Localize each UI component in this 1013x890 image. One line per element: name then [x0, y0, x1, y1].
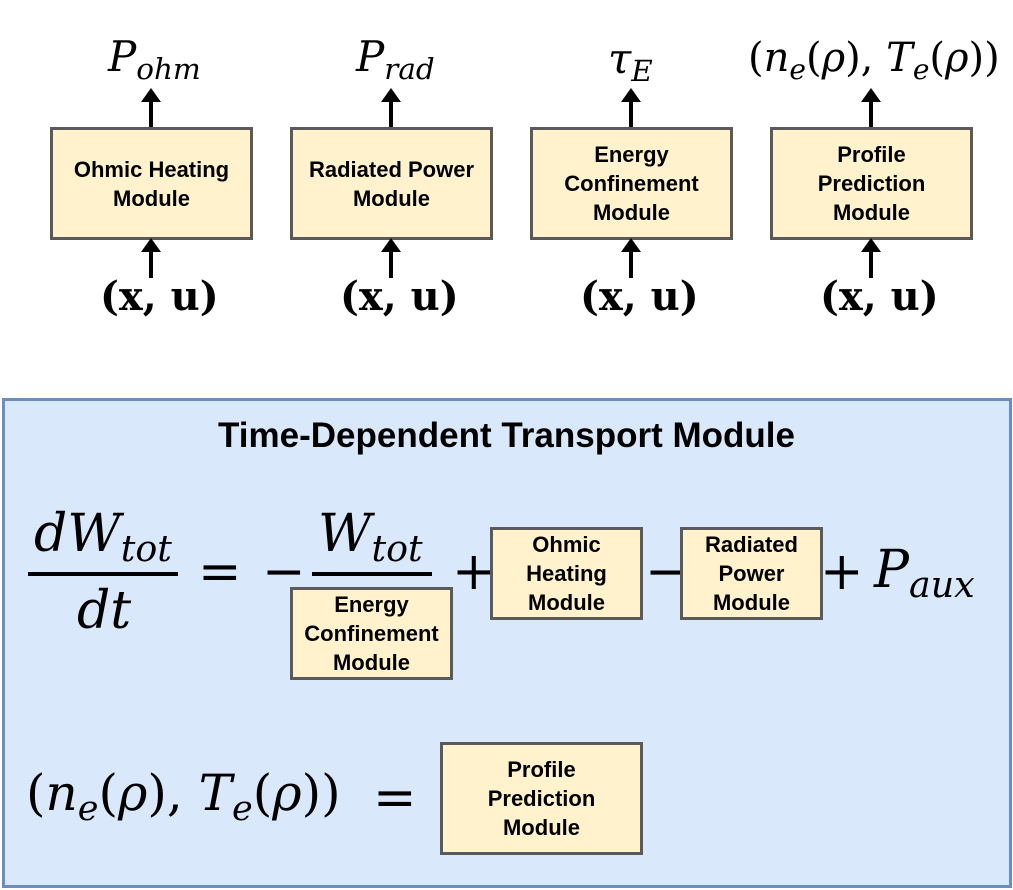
eq1-fraction-bar: [28, 572, 178, 576]
ohmic-heating-module: Ohmic Heating Module: [50, 127, 253, 240]
eq1-p-aux-sub: aux: [909, 563, 975, 607]
radiated-power-module: Radiated Power Module: [290, 127, 493, 240]
eq2-profile-prediction-module: Profile Prediction Module: [440, 742, 643, 855]
arrow-profile-out: [861, 88, 881, 128]
output-profiles-rho2: ρ: [945, 35, 969, 81]
output-p-ohm-sub: ohm: [136, 52, 201, 87]
eq2-equals: =: [373, 768, 417, 828]
eq1-p-aux: Paux: [874, 544, 975, 603]
arrow-confinement-in: [621, 238, 641, 278]
arrow-radiated-out: [381, 88, 401, 128]
output-p-rad-sub: rad: [384, 52, 435, 87]
eq1-wtot-base: W: [318, 504, 372, 564]
eq1-plus2: +: [820, 542, 864, 602]
input-xu-2: (x, u): [340, 273, 459, 320]
eq1-ohmic-heating-module: Ohmic Heating Module: [490, 527, 643, 620]
eq1-equals: =: [198, 542, 242, 602]
arrow-profile-in: [861, 238, 881, 278]
eq1-numerator-sub: tot: [120, 527, 172, 571]
eq2-rho1: ρ: [117, 764, 148, 822]
output-profiles-rho1: ρ: [821, 35, 846, 81]
eq1-wtot-sub: tot: [371, 527, 423, 571]
transport-module-title: Time-Dependent Transport Module: [218, 416, 795, 455]
arrow-ohmic-in: [141, 238, 161, 278]
output-p-rad: Prad: [356, 36, 435, 84]
eq2-rho2: ρ: [272, 764, 302, 822]
output-profiles-t-sub: e: [912, 52, 930, 86]
eq2-n: n: [45, 764, 78, 822]
arrow-radiated-in: [381, 238, 401, 278]
output-p-ohm: Pohm: [108, 36, 201, 84]
output-p-ohm-base: P: [108, 32, 137, 81]
input-xu-3: (x, u): [580, 273, 699, 320]
eq1-numerator: dWtot: [34, 508, 172, 567]
eq1-energy-confinement-module: Energy Confinement Module: [290, 587, 453, 680]
input-xu-4: (x, u): [820, 273, 939, 320]
output-profiles: (ne(ρ), Te(ρ)): [748, 35, 1000, 86]
eq2-t: T: [198, 764, 233, 822]
eq1-wtot: Wtot: [318, 508, 423, 567]
output-p-rad-base: P: [356, 32, 385, 81]
eq1-numerator-base: dW: [34, 504, 121, 564]
profile-prediction-module: Profile Prediction Module: [770, 127, 973, 240]
eq2-t-sub: e: [232, 788, 253, 829]
energy-confinement-module: Energy Confinement Module: [530, 127, 733, 240]
output-tau-e-sub: E: [631, 54, 653, 89]
input-xu-1: (x, u): [100, 273, 219, 320]
eq1-plus1: +: [452, 542, 496, 602]
arrow-confinement-out: [621, 88, 641, 128]
arrow-ohmic-out: [141, 88, 161, 128]
eq1-p-aux-base: P: [874, 540, 909, 600]
output-tau-e-base: τ: [608, 34, 632, 83]
output-tau-e: τE: [608, 38, 653, 86]
eq1-wtot-bar: [312, 572, 432, 576]
output-profiles-n: n: [763, 35, 790, 81]
eq1-denominator: dt: [77, 581, 132, 641]
eq2-profiles: (ne(ρ), Te(ρ)): [26, 764, 341, 829]
eq1-radiated-power-module: Radiated Power Module: [680, 527, 823, 620]
output-profiles-t: T: [886, 35, 913, 81]
output-profiles-n-sub: e: [789, 52, 806, 86]
eq2-n-sub: e: [77, 788, 99, 829]
